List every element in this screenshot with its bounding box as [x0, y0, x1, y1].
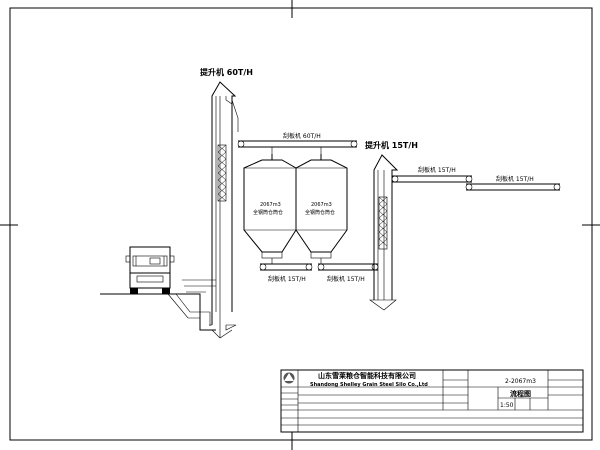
- truck-icon: [125, 246, 175, 295]
- silo-2-capacity: 2067m3: [311, 202, 332, 208]
- silo-1-capacity: 2067m3: [260, 202, 281, 208]
- drawing-scale: 1:50: [500, 402, 514, 409]
- silo-1-name: 全钢筒仓筒仓: [253, 209, 283, 216]
- drawing-title: 流程图: [510, 389, 531, 398]
- conveyor-upper-2-label: 刮板机 15T/H: [496, 175, 534, 183]
- conveyor-upper-1-label: 刮板机 15T/H: [418, 166, 456, 174]
- conveyor-upper-2: 刮板机 15T/H: [465, 175, 561, 191]
- title-block: 山东雪莱粮仓智能科技有限公司 Shandong Shelley Grain St…: [280, 369, 584, 433]
- conveyor-bottom-1-label: 刮板机 15T/H: [268, 275, 306, 283]
- conveyor-bottom-2: 刮板机 15T/H: [317, 258, 379, 283]
- project-code: 2-2067m3: [505, 378, 536, 385]
- conveyor-upper-1: 刮板机 15T/H: [391, 166, 473, 183]
- conveyor-bottom-1: 刮板机 15T/H: [259, 258, 313, 283]
- company-name-cn: 山东雪莱粮仓智能科技有限公司: [318, 371, 416, 380]
- conveyor-bottom-2-label: 刮板机 15T/H: [327, 275, 365, 283]
- silo-2: 2067m3 全钢筒仓筒仓: [295, 154, 348, 259]
- silo-2-name: 全钢筒仓筒仓: [305, 209, 335, 216]
- silo-1: 2067m3 全钢筒仓筒仓: [243, 154, 297, 259]
- company-logo: [283, 372, 295, 384]
- elevator-15: 提升机 15T/H: [365, 140, 418, 311]
- elevator-60-label: 提升机 60T/H: [200, 67, 253, 77]
- company-name-en: Shandong Shelley Grain Steel Silo Co.,Lt…: [310, 382, 428, 388]
- elevator-60: 提升机 60T/H: [200, 67, 253, 339]
- conveyor-top: 刮板机 60T/H: [237, 132, 358, 154]
- conveyor-60-label: 刮板机 60T/H: [283, 132, 321, 140]
- elevator-15-label: 提升机 15T/H: [365, 140, 418, 150]
